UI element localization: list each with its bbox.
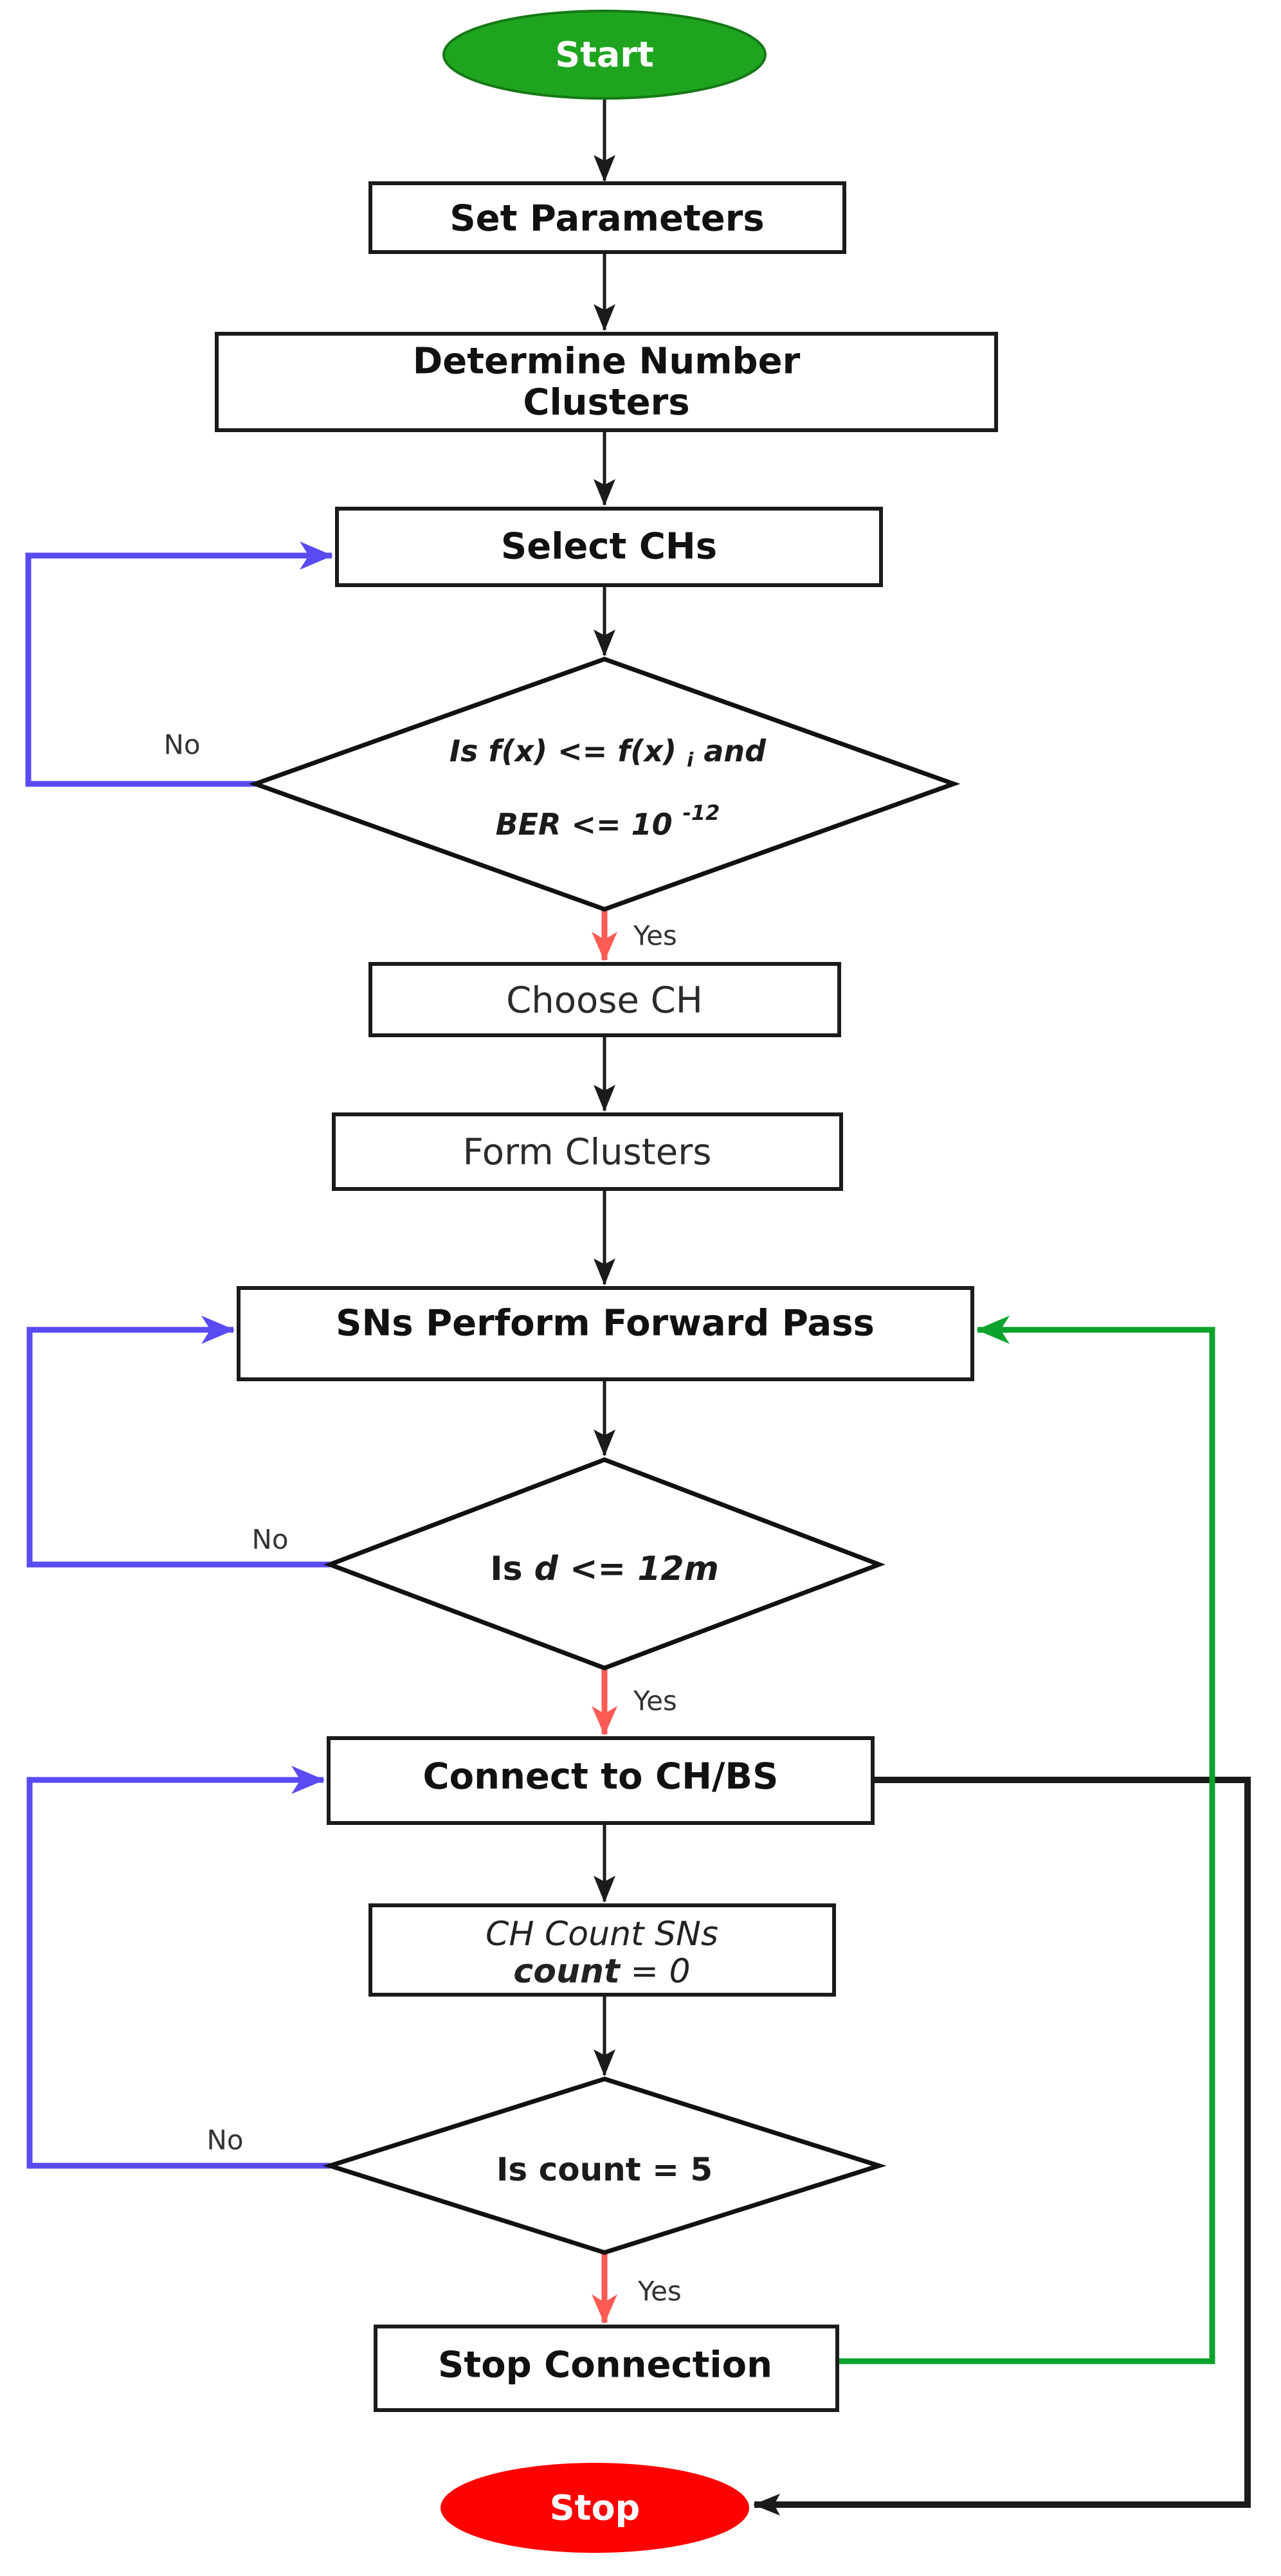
ch-count-line2: count = 0 — [513, 1952, 690, 1991]
ch-count-box — [368, 1903, 836, 1997]
decision-count-diamond — [322, 2076, 887, 2255]
select-chs-label: Select CHs — [501, 526, 717, 568]
set-parameters-label: Set Parameters — [450, 198, 764, 240]
start-terminator-shape — [442, 10, 767, 100]
stop-connection-box — [374, 2325, 839, 2412]
decision-distance-value: 12m — [637, 1550, 719, 1588]
decision-count-label: Is count = 5 — [496, 2151, 713, 2188]
no-label-1: No — [163, 729, 200, 761]
node-form-clusters: Form Clusters — [332, 1112, 843, 1191]
select-chs-box — [335, 507, 883, 587]
decision-fitness-line1: Is f(x) <= f(x) i and — [450, 734, 767, 777]
no-label-2: No — [251, 1524, 288, 1556]
determine-clusters-box — [215, 332, 998, 432]
ch-count-line1: CH Count SNs — [486, 1915, 718, 1954]
sns-forward-pass-box — [237, 1286, 974, 1381]
decision-fitness-line2-main: BER <= 10 — [496, 807, 673, 842]
decision-distance-diamond — [323, 1457, 886, 1671]
decision-distance-operator: <= — [570, 1550, 637, 1588]
node-connect-ch-bs: Connect to CH/BS — [327, 1736, 875, 1825]
node-choose-ch: Choose CH — [368, 962, 841, 1037]
edge-no-decision-distance-to-sns — [26, 1316, 330, 1568]
node-stop-connection: Stop Connection — [374, 2325, 839, 2412]
node-determine-clusters: Determine Number Clusters — [215, 332, 998, 432]
ch-count-line2-rest: = 0 — [630, 1952, 690, 1991]
node-sns-forward-pass: SNs Perform Forward Pass — [237, 1286, 974, 1381]
edge-no-decision-count-to-connect — [26, 1766, 330, 2169]
node-stop: Stop — [441, 2463, 749, 2553]
node-select-chs: Select CHs — [335, 507, 883, 587]
node-start: Start — [442, 10, 767, 100]
node-decision-count: Is count = 5 — [322, 2076, 887, 2255]
yes-label-1: Yes — [633, 920, 677, 952]
decision-distance-label: Is d <= 12m — [490, 1550, 719, 1588]
decision-distance-variable: d — [534, 1550, 559, 1588]
form-clusters-box — [332, 1112, 843, 1191]
decision-fitness-line2: BER <= 10 -12 — [496, 801, 720, 842]
decision-fitness-line1-main: Is f(x) <= f(x) — [450, 734, 677, 768]
decision-distance-prefix: Is — [490, 1550, 534, 1588]
edges — [25, 100, 1251, 2516]
yes-label-2: Yes — [633, 1685, 677, 1717]
edge-no-decision-fitness-to-select-chs — [25, 541, 333, 787]
set-parameters-box — [368, 181, 846, 254]
stop-label: Stop — [550, 2488, 640, 2528]
form-clusters-label: Form Clusters — [463, 1132, 712, 1174]
choose-ch-label: Choose CH — [506, 980, 703, 1022]
determine-clusters-line1: Determine Number — [413, 341, 801, 383]
edge-stop-connection-return-to-sns — [837, 1316, 1215, 2364]
determine-clusters-line2: Clusters — [523, 382, 689, 424]
decision-fitness-diamond — [248, 657, 961, 912]
start-label: Start — [555, 35, 654, 75]
no-label-3: No — [206, 2125, 243, 2156]
connect-ch-bs-label: Connect to CH/BS — [423, 1756, 779, 1798]
decision-fitness-line1-sub: i — [687, 749, 694, 772]
stop-terminator-shape — [441, 2463, 749, 2553]
node-decision-distance: Is d <= 12m — [323, 1457, 886, 1671]
ch-count-line2-var: count — [513, 1952, 621, 1991]
decision-fitness-line2-sup: -12 — [683, 801, 720, 825]
connect-ch-bs-box — [327, 1736, 875, 1825]
node-set-parameters: Set Parameters — [368, 181, 846, 254]
choose-ch-box — [368, 962, 841, 1037]
edge-labels: Yes Yes Yes No No No — [163, 729, 681, 2307]
decision-fitness-line1-end: and — [704, 734, 767, 768]
node-ch-count: CH Count SNs count = 0 — [368, 1903, 836, 1997]
stop-connection-label: Stop Connection — [438, 2345, 772, 2386]
node-decision-fitness: Is f(x) <= f(x) i and BER <= 10 -12 — [248, 657, 961, 912]
yes-label-3: Yes — [637, 2276, 682, 2307]
sns-forward-pass-label: SNs Perform Forward Pass — [336, 1303, 875, 1345]
edge-connect-to-stop — [753, 1777, 1251, 2516]
